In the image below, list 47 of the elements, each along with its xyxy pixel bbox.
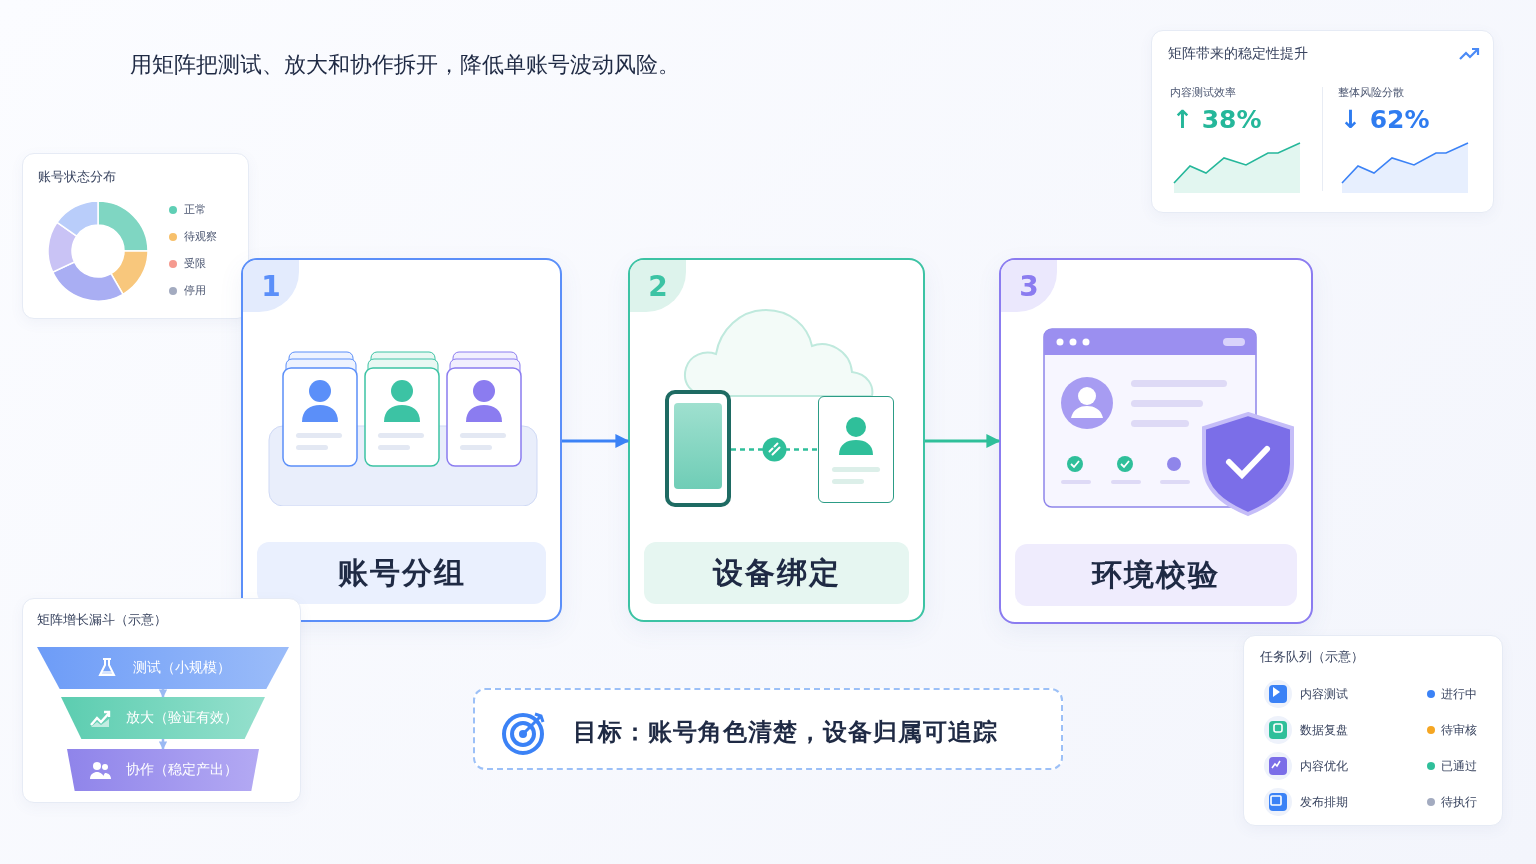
panel-title: 账号状态分布 (38, 168, 116, 186)
panel-title: 矩阵带来的稳定性提升 (1168, 45, 1308, 63)
task-name: 内容优化 (1300, 758, 1348, 775)
panel-title: 矩阵增长漏斗（示意） (37, 611, 167, 629)
step-number: 2 (630, 260, 686, 312)
legend-label: 停用 (184, 283, 206, 298)
step-label: 设备绑定 (644, 542, 909, 604)
step-text: 协作（稳定产出） (126, 761, 238, 779)
step-card (241, 258, 562, 622)
phone-picture (665, 390, 731, 507)
step-number: 1 (243, 260, 299, 312)
step-text: 放大（验证有效） (126, 709, 238, 727)
status-text: 待执行 (1441, 794, 1477, 811)
step-label: 账号分组 (257, 542, 546, 604)
arrow (158, 739, 168, 750)
arrow (925, 434, 1001, 448)
status-text: 进行中 (1441, 686, 1477, 703)
task-name: 数据复盘 (1300, 722, 1348, 739)
status-text: 待审核 (1441, 722, 1477, 739)
task-name: 发布排期 (1300, 794, 1348, 811)
legend-label: 正常 (184, 202, 206, 217)
step-card (999, 258, 1313, 624)
goal-text: 目标：账号角色清楚，设备归属可追踪 (573, 717, 998, 748)
status-text: 已通过 (1441, 758, 1477, 775)
stat-label: 整体风险分散 (1338, 85, 1404, 100)
title: 用矩阵把测试、放大和协作拆开，降低单账号波动风险。 (130, 51, 680, 79)
goal-box (473, 688, 1063, 770)
step-number: 3 (1001, 260, 1057, 312)
dashed-connector (731, 448, 818, 451)
step-card (628, 258, 925, 622)
step-text: 测试（小规模） (133, 659, 231, 677)
legend-label: 受限 (184, 256, 206, 271)
legend-label: 待观察 (184, 229, 217, 244)
arrow (562, 434, 630, 448)
funnel-panel (22, 598, 301, 803)
task-panel (1243, 635, 1503, 826)
account-card-picture (818, 396, 894, 503)
funnel-step (67, 749, 259, 791)
stats-panel (1151, 30, 1494, 213)
chart-panel (22, 153, 249, 319)
stat-value: ↑ 38% (1172, 105, 1262, 134)
step-label: 环境校验 (1015, 544, 1297, 606)
stat-label: 内容测试效率 (1170, 85, 1236, 100)
task-name: 内容测试 (1300, 686, 1348, 703)
panel-title: 任务队列（示意） (1260, 648, 1364, 666)
arrow (158, 689, 168, 698)
stat-value: ↓ 62% (1340, 105, 1430, 134)
